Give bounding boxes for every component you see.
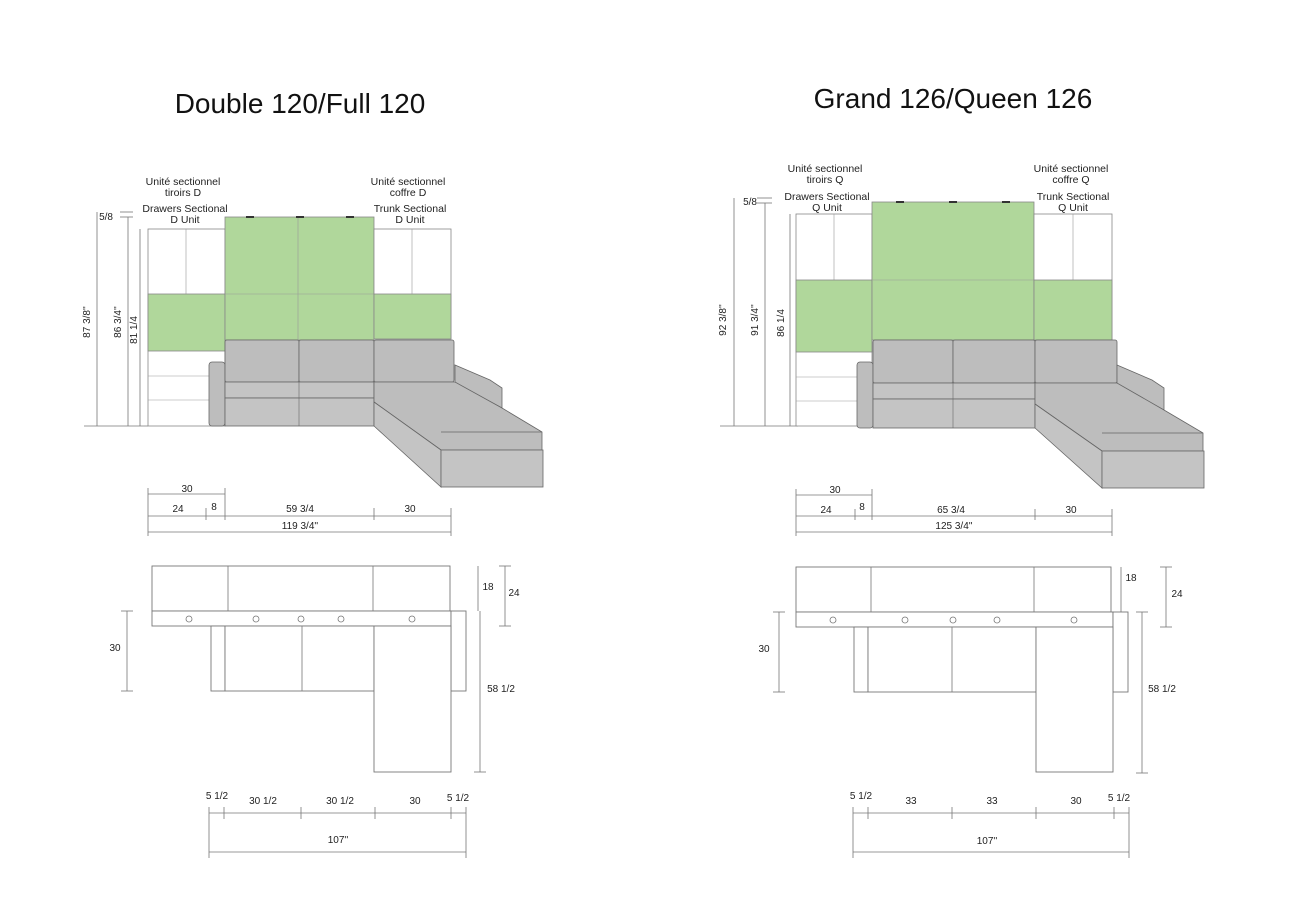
sofa-back-cushion: [373, 339, 455, 383]
width-30-label: 30: [181, 484, 193, 495]
plan-depth-58-label: 58 1/2: [1148, 684, 1176, 695]
sofa-back-cushion: [298, 339, 375, 383]
bottom-dim-2: 33: [905, 796, 917, 807]
sofa-seat: [872, 382, 1036, 400]
bottom-dim-3: 30 1/2: [326, 796, 354, 807]
layout-title: Double 120/Full 120: [175, 88, 426, 119]
left-unit-label-en-2: Q Unit: [812, 202, 842, 214]
width-8-label: 8: [211, 502, 217, 513]
sofa-back-cushion: [872, 339, 954, 384]
right-unit-label-fr-2: coffre Q: [1052, 174, 1089, 186]
left-unit-label-fr-2: tiroirs Q: [807, 174, 844, 186]
width-dimensions: 30 24 8 59 3/4 30 119 3/4'': [147, 484, 452, 536]
sofa-back-cushion: [952, 339, 1036, 384]
bottom-dim-4: 30: [409, 796, 421, 807]
drawers-unit-bed-panel: [147, 293, 226, 352]
left-unit-label-fr-2: tiroirs D: [165, 187, 202, 199]
right-unit-label-en-2: Q Unit: [1058, 202, 1088, 214]
height-inner-label: 86 1/4: [776, 309, 787, 337]
chaise-arm: [454, 364, 503, 409]
width-30-label: 30: [829, 485, 841, 496]
left-unit-label-fr: Unité sectionnel: [146, 176, 221, 188]
right-unit-label-fr: Unité sectionnel: [1034, 163, 1109, 175]
right-unit-label-fr-2: coffre D: [390, 187, 427, 199]
width-total-label: 119 3/4'': [282, 521, 319, 532]
layout-queen: Grand 126/Queen 126 Unité sectionnel tir…: [718, 83, 1205, 858]
trunk-unit-bed-panel: [1033, 279, 1113, 341]
right-unit-label-en: Trunk Sectional: [374, 203, 447, 215]
sofa-base: [224, 397, 375, 427]
layout-title: Grand 126/Queen 126: [814, 83, 1093, 114]
sofa-seat: [224, 381, 375, 399]
height-top-label: 5/8: [743, 197, 757, 208]
plan-depth-30-label: 30: [758, 644, 770, 655]
height-top-label: 5/8: [99, 212, 113, 223]
width-center-label: 59 3/4: [286, 504, 314, 515]
width-dimensions: 30 24 8 65 3/4 30 125 3/4'': [795, 485, 1113, 536]
elevation-view: [147, 216, 544, 488]
trunk-unit-bed-panel: [373, 293, 452, 340]
width-center-label: 65 3/4: [937, 505, 965, 516]
plan-depth-24-label: 24: [1171, 589, 1183, 600]
right-unit-label-fr: Unité sectionnel: [371, 176, 446, 188]
plan-depth-24-label: 24: [508, 588, 520, 599]
plan-depth-18-label: 18: [482, 582, 494, 593]
bottom-total-label: 107'': [977, 836, 998, 847]
plan-depth-18-label: 18: [1125, 573, 1137, 584]
plan-depth-58-label: 58 1/2: [487, 684, 515, 695]
width-right-label: 30: [404, 504, 416, 515]
height-dimensions: 5/8 87 3/8'' 86 3/4'' 81 1/4: [82, 211, 148, 427]
bottom-dim-2: 30 1/2: [249, 796, 277, 807]
right-unit-label-en-2: D Unit: [395, 214, 424, 226]
width-right-label: 30: [1065, 505, 1077, 516]
bed-cabinet: [224, 216, 375, 341]
height-mid-label: 86 3/4'': [113, 306, 124, 338]
left-unit-label-en: Drawers Sectional: [784, 191, 869, 203]
height-mid-label: 91 3/4'': [750, 304, 761, 336]
sofa-base: [872, 398, 1036, 429]
sofa-armrest: [856, 361, 874, 429]
bottom-dim-5: 5 1/2: [1108, 793, 1131, 804]
sofa-armrest: [208, 361, 226, 427]
right-unit-label-en: Trunk Sectional: [1037, 191, 1110, 203]
width-8-label: 8: [859, 502, 865, 513]
plan-view: 30 18 24 58 1/2 5 1/2 33 33 30 5 1/2 107…: [758, 566, 1183, 858]
bed-cabinet: [871, 201, 1035, 341]
elevation-view: [795, 201, 1205, 489]
bottom-total-label: 107'': [328, 835, 349, 846]
chaise-arm: [1116, 364, 1165, 411]
bottom-dim-1: 5 1/2: [850, 791, 873, 802]
bottom-dim-5: 5 1/2: [447, 793, 470, 804]
height-inner-label: 81 1/4: [129, 316, 140, 344]
sofa-back-cushion: [224, 339, 300, 383]
bottom-dim-3: 33: [986, 796, 998, 807]
left-unit-label-en: Drawers Sectional: [142, 203, 227, 215]
chaise-front: [1101, 450, 1205, 489]
chaise-front: [440, 449, 544, 488]
height-dimensions: 5/8 92 3/8'' 91 3/4'' 86 1/4: [718, 197, 798, 427]
bottom-dim-4: 30: [1070, 796, 1082, 807]
height-total-label: 87 3/8'': [82, 306, 93, 338]
sofa-back-cushion: [1034, 339, 1118, 384]
drawers-unit-bed-panel: [795, 279, 873, 353]
height-total-label: 92 3/8'': [718, 304, 729, 336]
plan-depth-30-label: 30: [109, 643, 121, 654]
plan-view: 30 18 24 58 1/2 5 1/2 30 1/2 30 1/2 30 5…: [109, 565, 520, 858]
width-total-label: 125 3/4'': [935, 521, 972, 532]
left-unit-label-en-2: D Unit: [170, 214, 199, 226]
bottom-dim-1: 5 1/2: [206, 791, 229, 802]
left-unit-label-fr: Unité sectionnel: [788, 163, 863, 175]
layout-double: Double 120/Full 120 Unité sectionnel tir…: [82, 88, 544, 858]
width-24-label: 24: [820, 505, 832, 516]
width-24-label: 24: [172, 504, 184, 515]
